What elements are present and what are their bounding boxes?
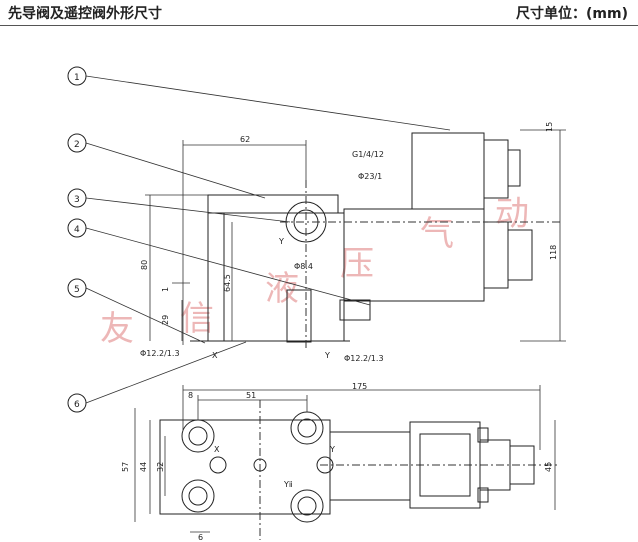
front-dimension-lines	[145, 129, 566, 345]
solenoid-cap	[507, 229, 533, 281]
dim-15: 15	[545, 122, 554, 132]
phi-12-right: Φ12.2/1.3	[344, 354, 384, 363]
callout-leaders	[85, 75, 451, 404]
port-yii-label: Yⅱ	[283, 480, 293, 489]
dim-62: 62	[240, 135, 250, 144]
mount-hole-tr	[290, 411, 324, 445]
header-divider	[0, 25, 638, 26]
page-header: 先导阀及遥控阀外形尺寸 尺寸单位：(mm)	[0, 0, 638, 28]
port-y-plan	[316, 456, 334, 474]
plan-view	[159, 411, 535, 523]
cover-plate	[207, 194, 339, 214]
phi-23-label: Φ23/1	[358, 172, 382, 181]
callout-circle-4	[67, 218, 87, 238]
watermark-char-2: 信	[180, 299, 214, 339]
watermark-char-1: 友	[100, 309, 134, 349]
dim-6: 6	[198, 533, 203, 542]
dim-175: 175	[352, 382, 367, 391]
callout-circle-6	[67, 393, 87, 413]
plan-dimension-lines	[134, 385, 556, 533]
coil-plan	[419, 433, 471, 497]
coil-connector	[411, 132, 485, 210]
callout-circle-3	[67, 188, 87, 208]
mount-hole-bl	[181, 479, 215, 513]
callout-4: 4	[74, 225, 80, 235]
dimension-labels: 62 15 118 80 64.5 29 1 G1/4/12 Φ23/1 Φ8.…	[121, 122, 558, 542]
thread-label: G1/4/12	[352, 150, 384, 159]
dim-118: 118	[549, 245, 558, 260]
callouts: 1 2 3 4 5 6	[67, 66, 87, 413]
mount-hole-br	[290, 489, 324, 523]
phi-8-4-label: Φ8.4	[294, 262, 313, 271]
callout-circle-2	[67, 133, 87, 153]
callout-2: 2	[74, 140, 80, 150]
connector-gland	[507, 149, 521, 187]
port-y-front: Y	[324, 351, 330, 360]
dim-45: 45	[544, 462, 553, 472]
centre-lines	[259, 180, 560, 540]
dim-44: 44	[139, 462, 148, 472]
connector-plug	[483, 139, 509, 199]
mount-hole-tl	[181, 419, 215, 453]
unit-label: 尺寸单位：(mm)	[516, 6, 628, 22]
dim-32: 32	[156, 462, 165, 472]
watermark-char-6: 动	[495, 194, 529, 234]
callout-1: 1	[74, 73, 80, 83]
gland-plan	[509, 445, 535, 485]
mounting-base-plan	[159, 419, 331, 515]
dim-57: 57	[121, 462, 130, 472]
port-x-plan-label: X	[214, 445, 220, 454]
callout-circle-1	[67, 66, 87, 86]
dim-1: 1	[161, 287, 170, 292]
pilot-body-plan	[329, 431, 411, 501]
port-x-plan	[209, 456, 227, 474]
port-labels: X Y Y X Y Yⅱ	[212, 237, 335, 489]
callout-circle-5	[67, 278, 87, 298]
phi-12-left: Φ12.2/1.3	[140, 349, 180, 358]
dim-29: 29	[161, 315, 170, 325]
watermark-char-3: 液	[265, 269, 299, 309]
spool-stem	[286, 289, 312, 343]
page-title: 先导阀及遥控阀外形尺寸	[8, 6, 162, 22]
watermark: 友 信 液 压 气 动	[100, 194, 529, 349]
centre-port	[253, 458, 267, 472]
callout-3: 3	[74, 195, 80, 205]
watermark-char-5: 气	[420, 214, 454, 254]
callout-6: 6	[74, 400, 80, 410]
port-y-plan-label: Y	[329, 445, 335, 454]
port-y-centre: Y	[278, 237, 284, 246]
port-x-front: X	[212, 351, 218, 360]
dim-64-5: 64.5	[223, 274, 232, 292]
watermark-char-4: 压	[340, 244, 374, 284]
callout-5: 5	[74, 285, 80, 295]
dim-8: 8	[188, 391, 193, 400]
dim-51: 51	[246, 391, 256, 400]
manual-override	[339, 299, 371, 321]
dim-80: 80	[140, 260, 149, 270]
front-view	[190, 132, 533, 343]
